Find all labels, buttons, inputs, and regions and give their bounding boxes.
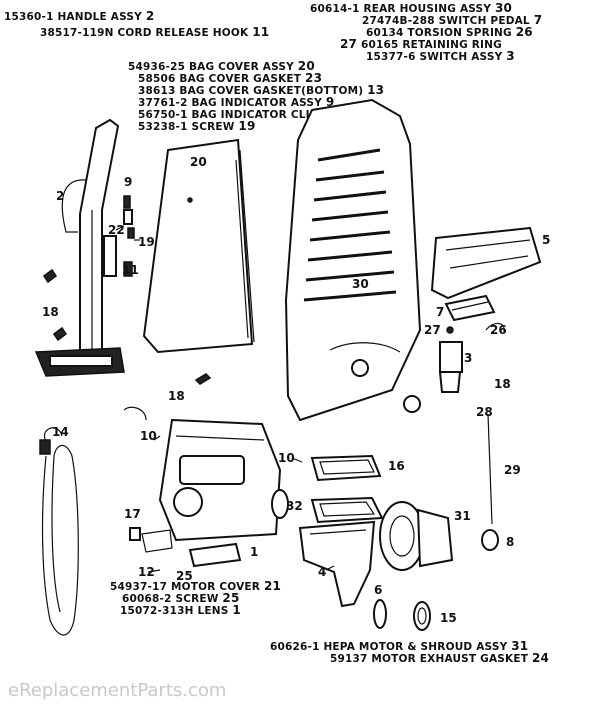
part-label: 15360-1 HANDLE ASSY 2 (4, 9, 154, 23)
callout-number: 14 (52, 425, 69, 439)
part-label: 15377-6 SWITCH ASSY 3 (366, 49, 515, 63)
callout-number: 29 (504, 463, 521, 477)
callout-number: 9 (124, 175, 132, 189)
part-label: 54936-25 BAG COVER ASSY 20 (128, 59, 315, 73)
callout-number: 20 (190, 155, 207, 169)
gasket-drawing (310, 454, 384, 524)
watermark: eReplacementParts.com (8, 680, 226, 701)
callout-number: 8 (506, 535, 514, 549)
lens-drawing (123, 373, 242, 568)
callout-number: 19 (138, 235, 155, 249)
callout-number: 1 (250, 545, 258, 559)
callout-number: 31 (454, 509, 471, 523)
part-label: 38517-119N CORD RELEASE HOOK 11 (40, 25, 269, 39)
callout-number: 26 (490, 323, 507, 337)
callout-number: 15 (440, 611, 457, 625)
rear-housing-drawing (284, 98, 422, 422)
callout-number: 7 (436, 305, 444, 319)
callout-number: 10 (278, 451, 295, 465)
part-label: 27 60165 RETAINING RING (340, 37, 502, 51)
leader-lines (115, 225, 335, 573)
rear-plate-drawing (430, 226, 542, 300)
part-label: 59137 MOTOR EXHAUST GASKET 24 (330, 651, 549, 665)
cord-hook-drawing (42, 195, 135, 342)
callout-number: 17 (124, 507, 141, 521)
part-label: 60134 TORSION SPRING 26 (366, 25, 533, 39)
part-label: 54937-17 MOTOR COVER 21 (110, 579, 281, 593)
callout-number: 18 (494, 377, 511, 391)
callout-number: 3 (464, 351, 472, 365)
power-cord-drawing (39, 427, 79, 636)
exhaust-gasket-drawing (373, 599, 431, 631)
callout-number: 11 (122, 263, 139, 277)
part-label: 60068-2 SCREW 25 (122, 591, 240, 605)
motor-drawing (298, 413, 499, 608)
part-label: 53238-1 SCREW 19 (138, 119, 256, 133)
callout-number: 16 (388, 459, 405, 473)
switch-drawing (438, 294, 505, 393)
part-label: 60626-1 HEPA MOTOR & SHROUD ASSY 31 (270, 639, 528, 653)
callout-number: 28 (476, 405, 493, 419)
callouts: 20 9 2 22 19 11 18 30 5 7 27 26 3 18 28 … (42, 155, 550, 625)
part-label: 38613 BAG COVER GASKET(BOTTOM) 13 (138, 83, 384, 97)
callout-number: 18 (42, 305, 59, 319)
callout-number: 27 (424, 323, 441, 337)
part-label: 58506 BAG COVER GASKET 23 (138, 71, 322, 85)
part-label: 60614-1 REAR HOUSING ASSY 30 (310, 1, 512, 15)
motor-cover-drawing (158, 418, 289, 542)
callout-number: 32 (286, 499, 303, 513)
callout-number: 4 (318, 565, 326, 579)
callout-number: 10 (140, 429, 157, 443)
callout-number: 2 (56, 189, 64, 203)
callout-number: 30 (352, 277, 369, 291)
callout-number: 6 (374, 583, 382, 597)
bag-cover-drawing (142, 138, 255, 354)
part-list: 15360-1 HANDLE ASSY 2 38517-119N CORD RE… (4, 1, 549, 665)
part-label: 27474B-288 SWITCH PEDAL 7 (362, 13, 542, 27)
callout-number: 5 (542, 233, 550, 247)
part-label: 15072-313H LENS 1 (120, 603, 241, 617)
callout-number: 25 (176, 569, 193, 583)
callout-number: 18 (168, 389, 185, 403)
part-label: 37761-2 BAG INDICATOR ASSY 9 (138, 95, 334, 109)
handle-assembly-drawing (34, 118, 125, 377)
callout-number: 12 (138, 565, 155, 579)
